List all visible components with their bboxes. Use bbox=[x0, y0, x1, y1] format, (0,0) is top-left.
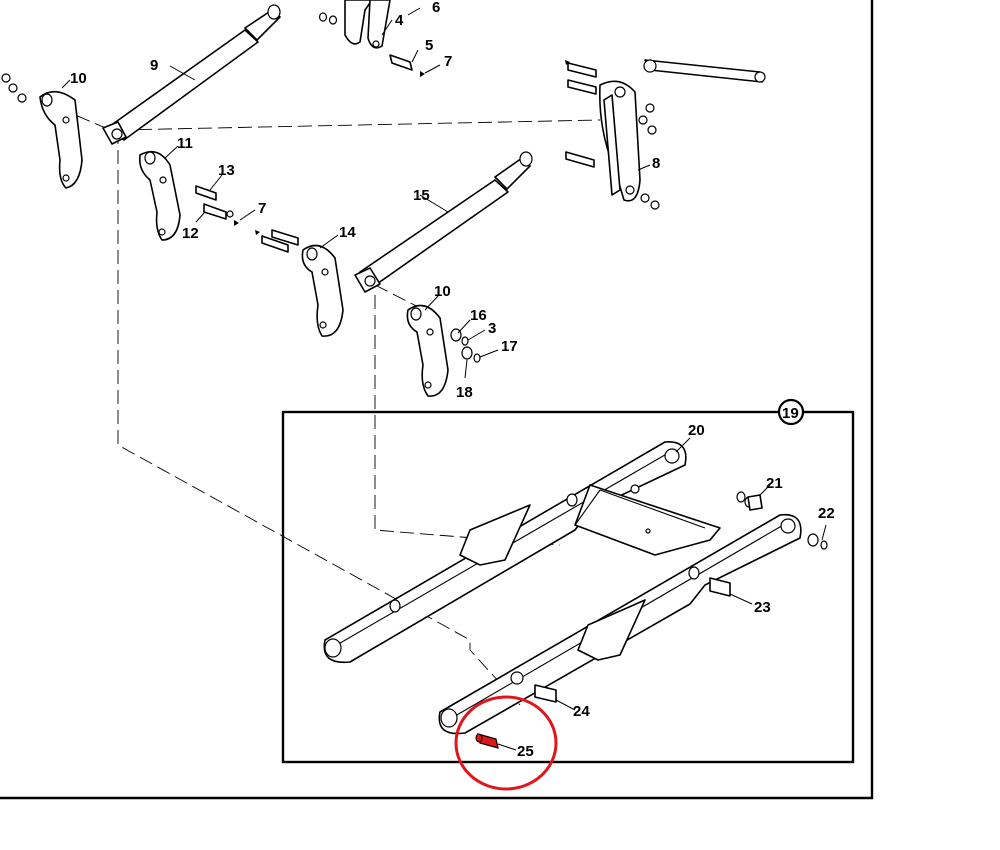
callout-8: 8 bbox=[652, 155, 660, 172]
callout-labels: 6 4 5 7 9 10 11 13 12 7 14 15 8 10 16 3 … bbox=[70, 0, 835, 760]
callout-10-b: 10 bbox=[434, 283, 451, 300]
callout-16: 16 bbox=[470, 307, 487, 324]
bushing-25-highlighted bbox=[475, 733, 499, 749]
callout-17: 17 bbox=[501, 338, 518, 355]
callout-7: 7 bbox=[444, 53, 452, 70]
leader-lines bbox=[61, 7, 827, 751]
callout-15: 15 bbox=[413, 187, 430, 204]
callout-6: 6 bbox=[432, 0, 440, 16]
highlight-ring bbox=[454, 695, 558, 791]
callout-24: 24 bbox=[573, 703, 590, 720]
loader-frame-20 bbox=[323, 441, 802, 735]
callout-22: 22 bbox=[818, 505, 835, 522]
callout-14: 14 bbox=[339, 224, 356, 241]
bracket-10-right bbox=[406, 304, 481, 397]
link-assembly-top bbox=[318, 0, 425, 77]
hydraulic-cylinder-15 bbox=[354, 151, 533, 293]
callout-25: 25 bbox=[517, 743, 534, 760]
outer-frame bbox=[0, 0, 874, 800]
alignment-line-mid bbox=[374, 295, 561, 546]
bracket-11 bbox=[138, 150, 239, 241]
bracket-14 bbox=[255, 229, 344, 337]
frame-hardware bbox=[534, 491, 828, 703]
callout-18: 18 bbox=[456, 384, 473, 401]
callout-12: 12 bbox=[182, 225, 199, 242]
callout-19: 19 bbox=[782, 405, 799, 422]
callout-7-b: 7 bbox=[258, 200, 266, 217]
bracket-8-right bbox=[565, 59, 766, 210]
callout-20: 20 bbox=[688, 422, 705, 439]
bracket-10-left bbox=[1, 73, 83, 189]
callout-11: 11 bbox=[177, 135, 193, 152]
callout-21: 21 bbox=[766, 475, 783, 492]
alignment-line-left bbox=[117, 130, 521, 706]
callout-5: 5 bbox=[425, 37, 433, 54]
callout-10: 10 bbox=[70, 70, 87, 87]
subassembly-box-19 bbox=[281, 410, 855, 764]
callout-13: 13 bbox=[218, 162, 235, 179]
callout-3: 3 bbox=[488, 320, 496, 337]
alignment-line-top bbox=[117, 119, 601, 131]
callout-4: 4 bbox=[395, 12, 404, 29]
callout-9: 9 bbox=[150, 57, 158, 74]
callout-23: 23 bbox=[754, 599, 771, 616]
callout-19-circle bbox=[777, 398, 805, 426]
hydraulic-cylinder-9 bbox=[102, 4, 281, 145]
